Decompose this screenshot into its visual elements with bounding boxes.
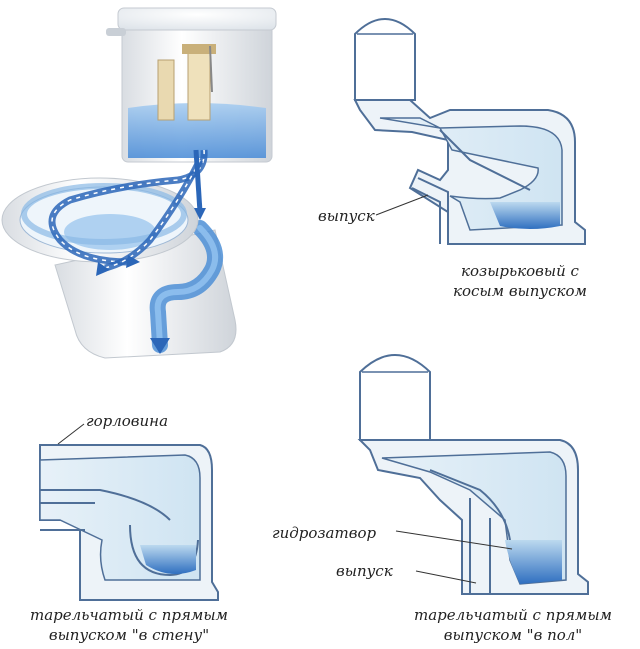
caption-plate-wall-line2: выпуском "в стену" — [48, 626, 210, 644]
section-plate-wall — [39, 423, 219, 601]
caption-plate-floor-line1: тарельчатый с прямым — [414, 606, 612, 624]
caption-plate-floor-line2: выпуском "в пол" — [443, 626, 583, 644]
label-outlet-bottom: выпуск — [336, 562, 393, 580]
caption-visor-line1: козырьковый с — [461, 262, 579, 280]
label-water-seal: гидрозатвор — [272, 524, 377, 542]
label-outlet-top: выпуск — [318, 207, 375, 225]
section-plate-floor — [357, 354, 589, 595]
caption-visor-line2: косым выпуском — [453, 282, 587, 300]
section-visor-oblique — [353, 18, 586, 245]
caption-plate-wall-line1: тарельчатый с прямым — [30, 606, 228, 624]
label-neck: горловина — [86, 412, 169, 430]
toilet-3d-illustration — [1, 7, 277, 359]
